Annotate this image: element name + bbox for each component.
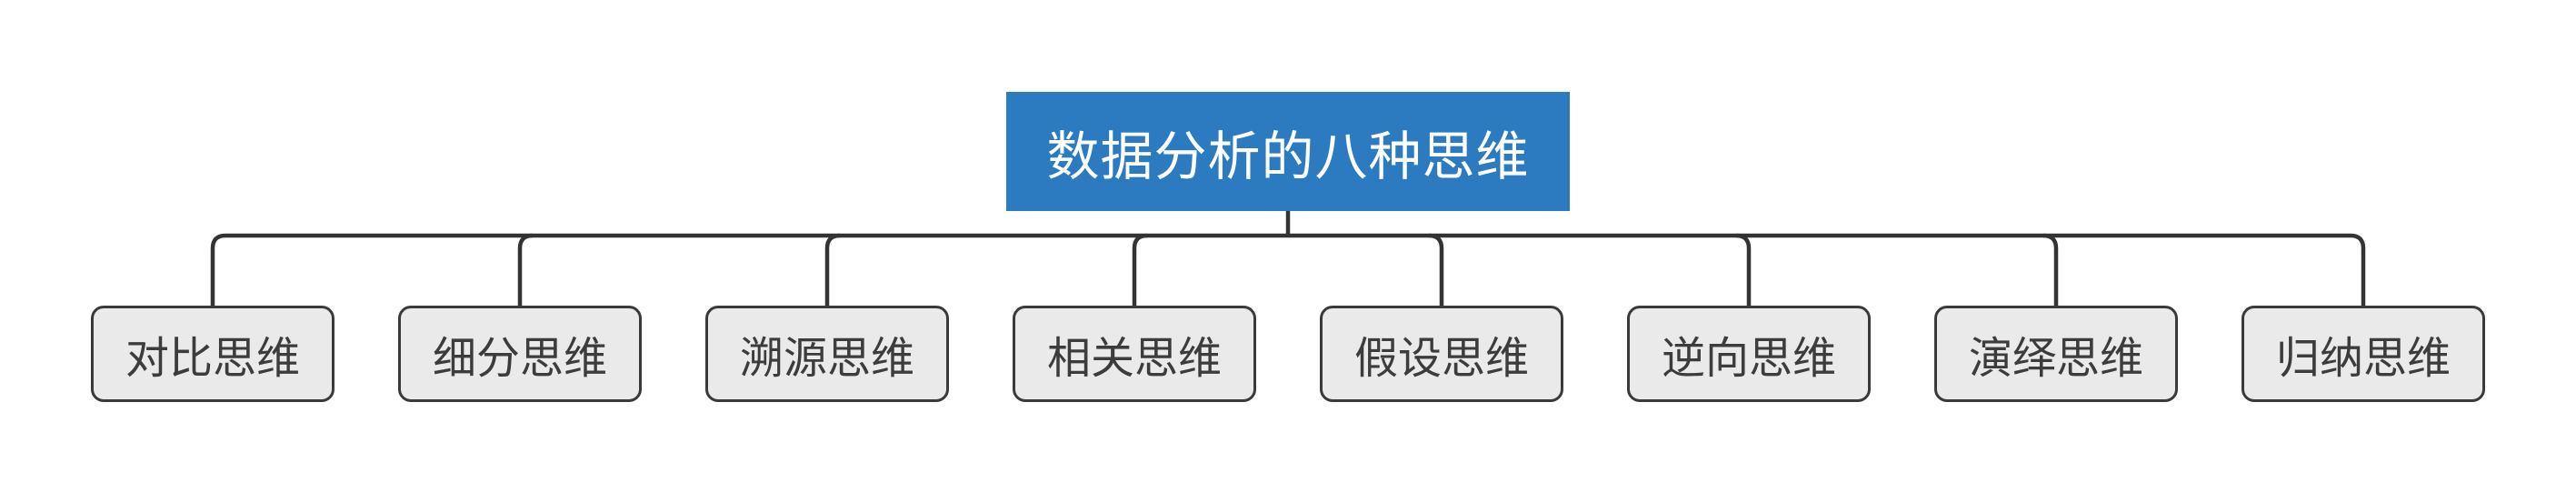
root-node[interactable]: 数据分析的八种思维 <box>1006 92 1570 211</box>
connector-drop-5 <box>1428 233 1444 309</box>
child-node-5[interactable]: 假设思维 <box>1320 306 1563 402</box>
connector-drop-6 <box>1735 233 1752 309</box>
child-node-label: 对比思维 <box>125 335 300 383</box>
child-node-7[interactable]: 演绎思维 <box>1934 306 2178 402</box>
child-node-label: 假设思维 <box>1353 335 1529 383</box>
child-node-2[interactable]: 细分思维 <box>398 306 642 402</box>
connector-drop-4 <box>1132 233 1148 309</box>
child-node-3[interactable]: 溯源思维 <box>705 306 949 402</box>
child-node-label: 逆向思维 <box>1661 335 1836 383</box>
connector-drop-7 <box>2042 233 2059 309</box>
connector-drop-2 <box>517 233 534 309</box>
child-node-label: 演绎思维 <box>1968 335 2143 383</box>
child-node-label: 细分思维 <box>432 335 607 383</box>
child-node-1[interactable]: 对比思维 <box>91 306 334 402</box>
child-node-8[interactable]: 归纳思维 <box>2242 306 2485 402</box>
root-node-label: 数据分析的八种思维 <box>1046 126 1530 186</box>
child-node-label: 相关思维 <box>1046 335 1222 383</box>
connector-bus <box>210 233 2366 309</box>
connector-drop-3 <box>824 233 841 309</box>
child-node-4[interactable]: 相关思维 <box>1013 306 1256 402</box>
child-node-label: 归纳思维 <box>2275 335 2451 383</box>
child-node-6[interactable]: 逆向思维 <box>1627 306 1871 402</box>
child-node-label: 溯源思维 <box>739 335 914 383</box>
